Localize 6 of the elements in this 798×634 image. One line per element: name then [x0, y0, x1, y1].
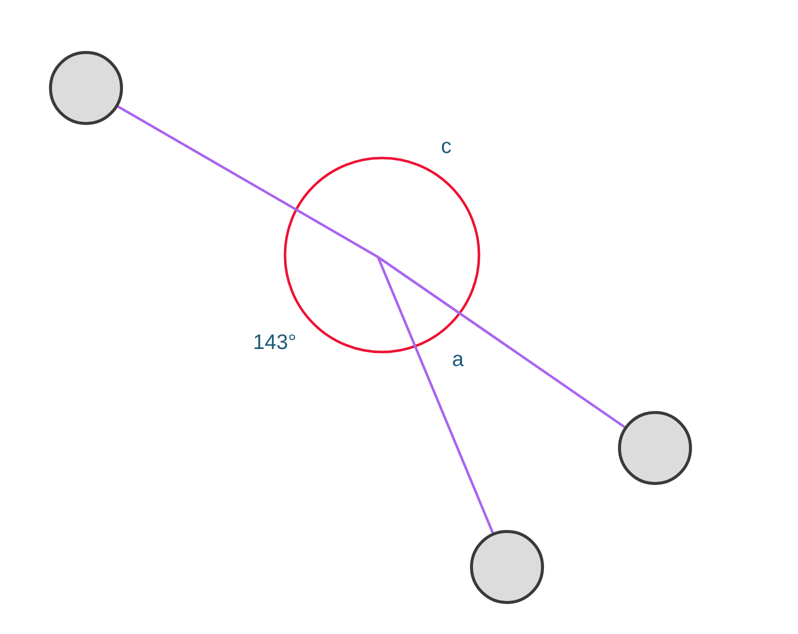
- angle-label: 143°: [253, 331, 296, 355]
- line-segment: [376, 256, 494, 534]
- line-segment: [377, 256, 626, 428]
- line-segment: [117, 105, 379, 258]
- angle-label: c: [441, 135, 452, 159]
- angle-label: a: [452, 348, 464, 372]
